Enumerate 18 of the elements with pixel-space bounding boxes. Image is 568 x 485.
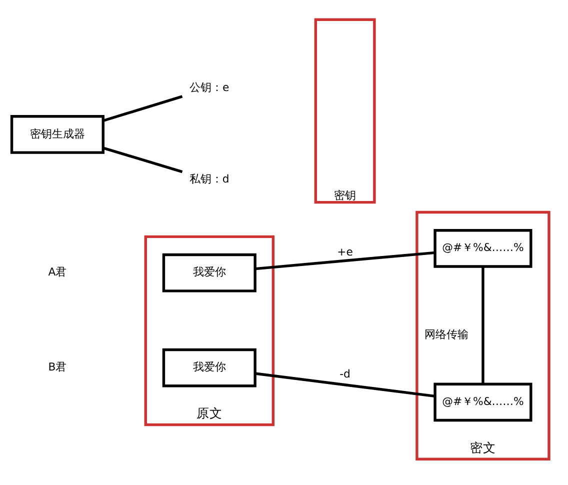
node-text: 公钥：e (190, 80, 230, 94)
connector (255, 372, 435, 398)
node-text: 私钥：d (189, 172, 230, 185)
edge-label: -d (340, 366, 350, 380)
label: B君 (48, 360, 67, 374)
node-box: @#￥%&……% (434, 382, 532, 422)
connector (255, 250, 435, 270)
connector (482, 266, 484, 384)
node-box: 密钥 (314, 18, 376, 204)
edge-label: 网络传输 (424, 328, 469, 341)
edge-label: +e (337, 244, 353, 258)
node-box: @#￥%&……% (434, 228, 532, 268)
connector (103, 94, 183, 122)
node-box: 密钥生成器 (10, 114, 104, 154)
label: A君 (48, 265, 67, 278)
node-box: 我爱你 (162, 348, 256, 387)
node-box: 我爱你 (162, 252, 256, 292)
connector (103, 146, 183, 173)
